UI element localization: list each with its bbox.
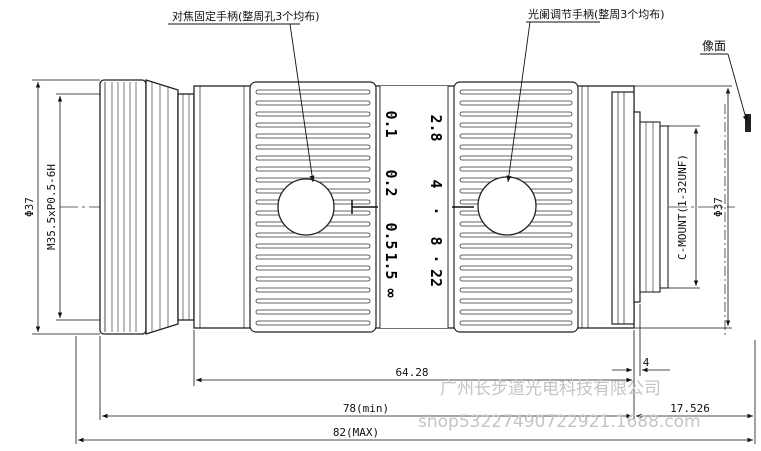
- knurl-groove: [255, 122, 371, 128]
- rear-section: [611, 91, 641, 325]
- knurl-groove: [255, 166, 371, 172]
- c-mount-thread: [639, 121, 669, 293]
- knurl-groove: [459, 287, 573, 293]
- knurl-groove: [459, 155, 573, 161]
- knurl-groove: [459, 309, 573, 315]
- watermark-url: shop53227490722921.1688.com: [418, 412, 701, 432]
- iris-adjust-handle: [477, 176, 537, 236]
- front-dimension-lines: [32, 79, 100, 335]
- front-barrel: [99, 79, 195, 335]
- watermark-company: 广州长步道光电科技有限公司: [440, 379, 661, 399]
- knurl-groove: [255, 287, 371, 293]
- knurl-groove: [459, 243, 573, 249]
- focus-scale-infinity: ∞: [382, 288, 400, 297]
- focus-scale-0-1: 0.1: [382, 110, 400, 137]
- aperture-scale-8: 8: [427, 236, 445, 245]
- knurl-groove: [459, 111, 573, 117]
- c-mount-label: C-MOUNT(1-32UNF): [676, 154, 689, 260]
- front-thread-label: M35.5xP0.5-6H: [45, 164, 58, 250]
- scale-band: [380, 86, 448, 328]
- knurl-groove: [459, 144, 573, 150]
- focus-scale-0-2: 0.2: [382, 169, 400, 196]
- image-plane-sensor: [745, 114, 751, 132]
- image-plane-callout: 像面: [702, 39, 726, 53]
- length-dimension-lines: [75, 304, 756, 444]
- aperture-scale-dot-2: ·: [427, 254, 445, 263]
- aperture-scale-22: 22: [427, 269, 445, 287]
- knurl-groove: [255, 133, 371, 139]
- knurl-groove: [459, 133, 573, 139]
- knurl-groove: [255, 89, 371, 95]
- knurl-groove: [255, 254, 371, 260]
- knurl-groove: [459, 320, 573, 326]
- knurl-groove: [255, 320, 371, 326]
- front-diameter-label: Φ37: [23, 197, 36, 217]
- knurl-groove: [459, 298, 573, 304]
- knurl-groove: [459, 166, 573, 172]
- knurl-groove: [255, 100, 371, 106]
- flange-distance-label: 17.526: [670, 402, 710, 415]
- aperture-scale-2-8: 2.8: [427, 114, 445, 141]
- focus-scale-1-5: 1.5: [382, 252, 400, 279]
- rear-dimension-lines: [634, 85, 732, 329]
- aperture-scale-dot-1: ·: [427, 206, 445, 215]
- aperture-scale-4: 4: [427, 179, 445, 188]
- knurl-groove: [255, 309, 371, 315]
- knurl-groove: [459, 254, 573, 260]
- rear-diameter-label: Φ37: [712, 197, 725, 217]
- callout-leaders: [168, 21, 748, 183]
- length-max-label: 82(MAX): [333, 426, 379, 439]
- mount-length-label: 4: [643, 356, 650, 369]
- knurl-groove: [255, 111, 371, 117]
- focus-scale-0-5: 0.5: [382, 222, 400, 249]
- focus-lock-handle: [277, 178, 335, 236]
- focus-handle-callout: 对焦固定手柄(整周孔3个均布): [172, 9, 320, 23]
- knurl-groove: [255, 243, 371, 249]
- knurl-groove: [255, 155, 371, 161]
- iris-handle-callout: 光阑调节手柄(整周3个均布): [528, 7, 665, 21]
- knurl-groove: [255, 265, 371, 271]
- knurl-groove: [459, 276, 573, 282]
- knurl-groove: [255, 144, 371, 150]
- knurl-groove: [459, 89, 573, 95]
- length-min-label: 78(min): [343, 402, 389, 415]
- body-length-label: 64.28: [395, 366, 428, 379]
- knurl-groove: [255, 276, 371, 282]
- knurl-groove: [459, 100, 573, 106]
- knurl-groove: [255, 298, 371, 304]
- knurl-groove: [459, 265, 573, 271]
